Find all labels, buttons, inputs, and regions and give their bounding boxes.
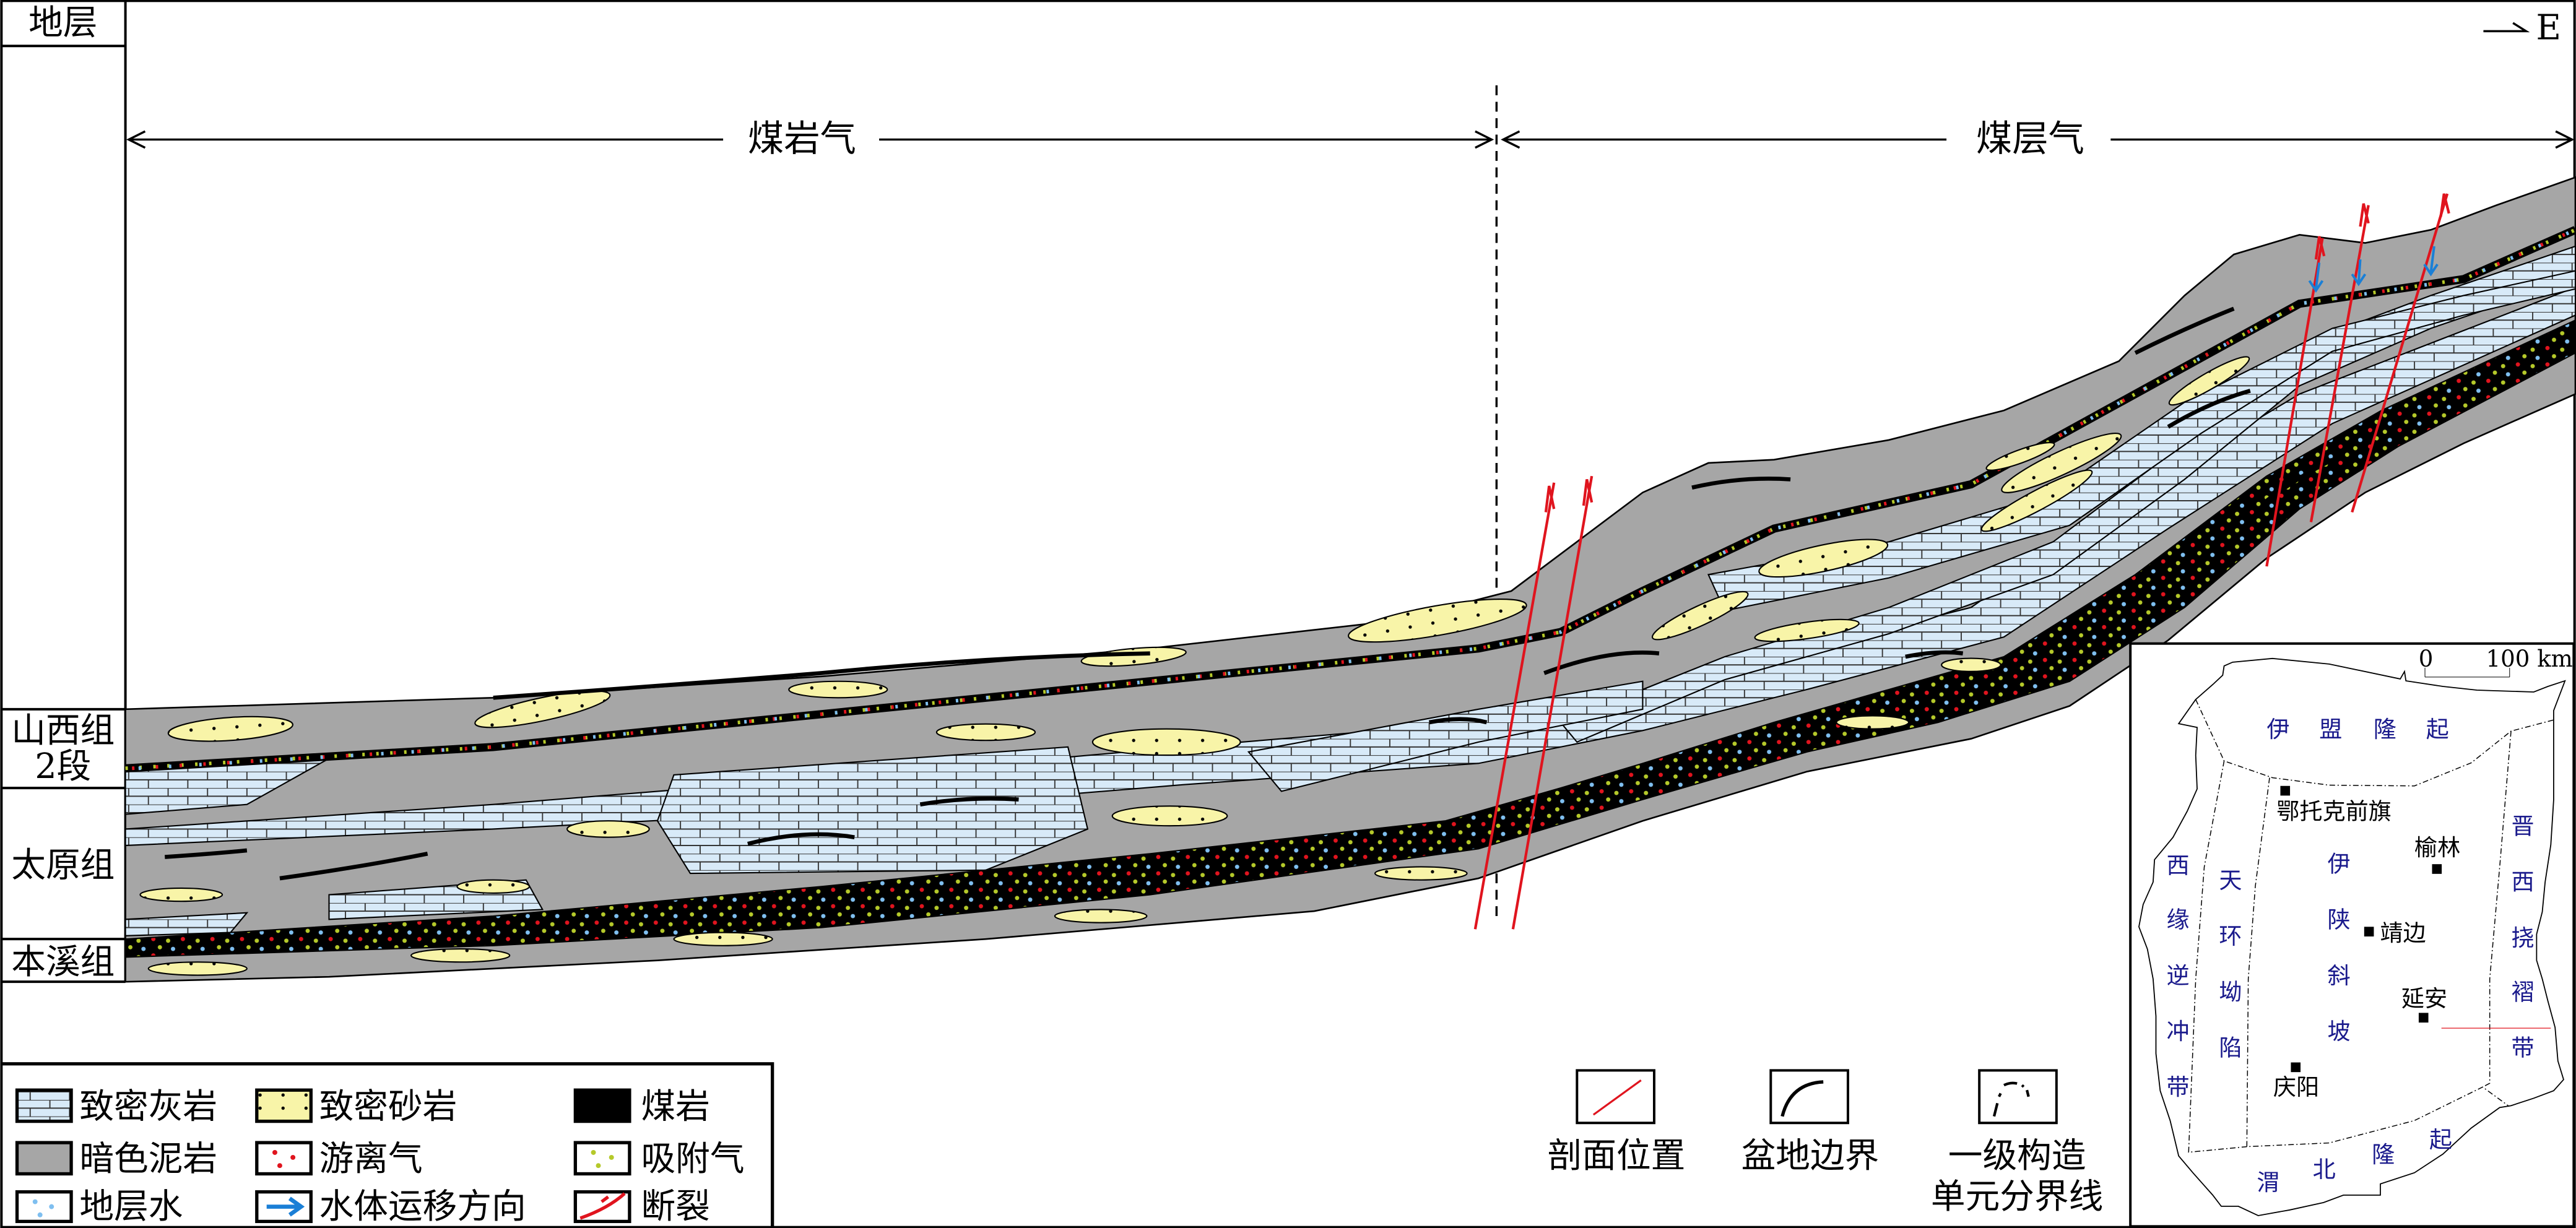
svg-text:盟: 盟 xyxy=(2319,716,2342,743)
svg-text:伊: 伊 xyxy=(2266,716,2289,743)
sandstone-swatch xyxy=(255,1088,313,1123)
svg-text:单元分界线: 单元分界线 xyxy=(1931,1177,2103,1217)
svg-text:坳: 坳 xyxy=(2219,979,2242,1005)
svg-text:地层水: 地层水 xyxy=(79,1187,183,1227)
unit-shanxi-member: 2段 xyxy=(35,746,91,787)
zone-coalbed-methane: 煤层气 xyxy=(1976,118,2084,160)
strata-header: 地层 xyxy=(28,3,97,43)
tectonic-unit-boundary-swatch xyxy=(1992,1081,2030,1117)
legend-item-formation-water: 地层水 xyxy=(15,1187,183,1227)
svg-text:E: E xyxy=(2536,8,2561,48)
section-position-swatch xyxy=(1592,1079,1642,1116)
legend-item-fault: 断裂 xyxy=(573,1187,710,1227)
city-yulin: 榆林 xyxy=(2414,834,2460,861)
legend-item-sandstone: 致密砂岩 xyxy=(255,1086,458,1126)
svg-text:起: 起 xyxy=(2429,1126,2452,1153)
svg-text:断裂: 断裂 xyxy=(641,1187,709,1227)
svg-text:晋: 晋 xyxy=(2512,813,2535,839)
basin-boundary-swatch xyxy=(1780,1080,1824,1117)
svg-text:隆: 隆 xyxy=(2372,1141,2395,1168)
water-flow-arrow xyxy=(266,1196,305,1217)
unit-shanxi: 山西组 xyxy=(11,711,115,751)
unit-benxi: 本溪组 xyxy=(11,942,115,982)
svg-text:致密砂岩: 致密砂岩 xyxy=(319,1086,458,1126)
svg-text:环: 环 xyxy=(2219,923,2242,949)
fault-lines xyxy=(1473,193,2450,930)
svg-text:褶: 褶 xyxy=(2512,979,2535,1005)
svg-text:斜: 斜 xyxy=(2327,962,2350,989)
legend-item-free-gas: 游离气 xyxy=(255,1139,423,1179)
basin-boundary xyxy=(2139,659,2565,1216)
svg-text:游离气: 游离气 xyxy=(319,1139,423,1179)
city-markers xyxy=(2280,785,2442,1073)
legend-item-mudstone: 暗色泥岩 xyxy=(15,1139,217,1179)
limestone-block xyxy=(1247,680,1644,792)
limestone-band xyxy=(1707,270,2576,612)
svg-text:致密灰岩: 致密灰岩 xyxy=(79,1086,217,1126)
map-legend: 剖面位置 盆地边界 一级构造 单元分界线 xyxy=(1548,1069,2103,1217)
zone-arrows: 煤岩气 煤层气 xyxy=(126,85,2575,920)
svg-text:渭: 渭 xyxy=(2257,1169,2279,1196)
unit-yimeng-uplift: 伊 盟 隆 起 xyxy=(2266,716,2448,743)
svg-text:陕: 陕 xyxy=(2327,907,2350,933)
svg-text:缘: 缘 xyxy=(2167,907,2190,933)
svg-text:盆地边界: 盆地边界 xyxy=(1741,1136,1880,1176)
svg-text:冲: 冲 xyxy=(2167,1018,2190,1045)
svg-text:逆: 逆 xyxy=(2167,962,2190,989)
upper-coal-seam xyxy=(125,226,2576,772)
free-gas-swatch xyxy=(255,1141,313,1176)
unit-yishan-slope: 伊 陕 斜 坡 xyxy=(2327,850,2350,1045)
water-flow-arrows xyxy=(2308,246,2439,293)
svg-text:西: 西 xyxy=(2512,869,2535,896)
svg-text:煤岩: 煤岩 xyxy=(641,1086,709,1126)
coal-swatch xyxy=(573,1088,631,1123)
legend-item-coal: 煤岩 xyxy=(573,1086,710,1126)
inset-map: 0 100 km 伊 盟 隆 起 西 缘 逆 冲 带 天 环 坳 陷 伊 陕 斜… xyxy=(2129,642,2575,1228)
unit-jinxi-fold-belt: 晋 西 挠 褶 带 xyxy=(2512,813,2535,1061)
svg-text:一级构造: 一级构造 xyxy=(1948,1136,2086,1176)
svg-text:伊: 伊 xyxy=(2327,850,2350,877)
legend-item-limestone: 致密灰岩 xyxy=(15,1086,217,1126)
svg-text:西: 西 xyxy=(2167,852,2190,879)
svg-text:起: 起 xyxy=(2426,716,2449,743)
city-etuokeqianqi: 鄂托克前旗 xyxy=(2276,798,2392,825)
svg-text:剖面位置: 剖面位置 xyxy=(1548,1136,1686,1176)
unit-tianhuan-depression: 天 环 坳 陷 xyxy=(2219,867,2242,1062)
svg-text:带: 带 xyxy=(2167,1074,2190,1100)
city-jingbian: 靖边 xyxy=(2380,920,2426,946)
svg-text:坡: 坡 xyxy=(2327,1018,2350,1045)
mudstone-swatch xyxy=(15,1141,73,1176)
adsorbed-gas-swatch xyxy=(573,1141,631,1176)
svg-text:吸附气: 吸附气 xyxy=(641,1139,744,1179)
unit-western-thrust-belt: 西 缘 逆 冲 带 xyxy=(2167,852,2190,1100)
svg-text:天: 天 xyxy=(2219,867,2242,894)
geologic-section xyxy=(124,176,2576,983)
formation-water-swatch xyxy=(15,1190,73,1224)
svg-text:带: 带 xyxy=(2512,1034,2535,1061)
city-qingyang: 庆阳 xyxy=(2273,1074,2319,1100)
svg-text:陷: 陷 xyxy=(2219,1034,2242,1061)
sandstone-lenses xyxy=(139,356,2250,976)
main-coal-seam xyxy=(124,319,2576,958)
legend-item-adsorbed-gas: 吸附气 xyxy=(573,1139,745,1179)
east-direction-indicator: E xyxy=(2483,8,2561,48)
legend: 致密灰岩 致密砂岩 煤岩 暗色泥岩 游离气 吸附气 地层水 xyxy=(1,1062,774,1228)
scale-end: 100 km xyxy=(2486,646,2573,672)
legend-item-water-flow: 水体运移方向 xyxy=(255,1187,526,1227)
zone-coal-rock-gas: 煤岩气 xyxy=(748,118,856,160)
scale-zero: 0 xyxy=(2419,646,2434,672)
svg-text:暗色泥岩: 暗色泥岩 xyxy=(79,1139,217,1179)
tectonic-unit-boundaries xyxy=(2188,699,2554,1152)
fault-swatch xyxy=(579,1192,626,1220)
svg-text:隆: 隆 xyxy=(2374,716,2396,743)
city-yanan: 延安 xyxy=(2401,985,2447,1012)
svg-text:挠: 挠 xyxy=(2512,925,2535,951)
limestone-swatch xyxy=(15,1088,73,1123)
unit-taiyuan: 太原组 xyxy=(11,845,115,885)
svg-text:水体运移方向: 水体运移方向 xyxy=(319,1187,526,1227)
svg-text:北: 北 xyxy=(2313,1156,2336,1183)
unit-weibei-uplift: 渭 北 隆 起 xyxy=(2257,1126,2452,1196)
